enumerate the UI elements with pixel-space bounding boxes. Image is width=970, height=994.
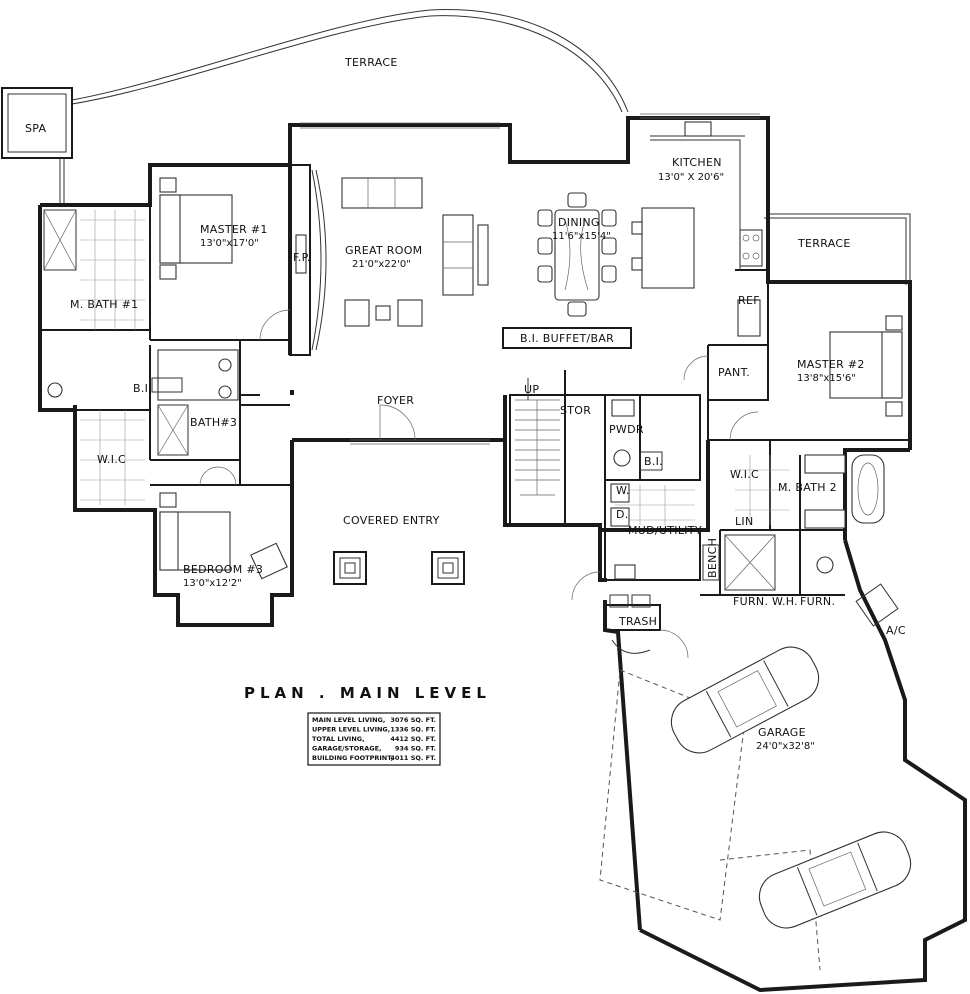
master2-bed <box>829 315 903 417</box>
bedroom3-bed <box>159 492 288 580</box>
stat-label: MAIN LEVEL LIVING, <box>312 716 385 724</box>
plan-title: PLAN . MAIN LEVEL <box>244 684 491 702</box>
spa <box>1 87 73 205</box>
label-kitchen: KITCHEN <box>672 156 722 169</box>
label-terrace-right: TERRACE <box>797 237 851 250</box>
label-bi-left: B.I. <box>133 382 152 395</box>
label-d: D. <box>616 508 629 521</box>
label-dining-dim: 11'6"x15'4" <box>552 231 611 242</box>
label-spa: SPA <box>25 122 47 135</box>
dining-table <box>537 192 617 317</box>
entry-posts <box>333 551 465 585</box>
label-foyer: FOYER <box>377 394 414 407</box>
laundry-fixtures <box>610 483 720 581</box>
label-m-bath1: M. BATH #1 <box>70 298 138 311</box>
label-great-room-dim: 21'0"x22'0" <box>352 259 411 270</box>
master1-bed <box>159 177 233 280</box>
tile-hatch <box>80 210 790 525</box>
stat-value: 4011 SQ. FT. <box>390 754 436 762</box>
stat-label: BUILDING FOOTPRINT, <box>312 754 393 762</box>
fireplace <box>289 164 327 356</box>
label-bi-right: B.I. <box>644 455 663 468</box>
label-bench: BENCH <box>706 538 719 578</box>
label-garage: GARAGE <box>758 726 806 739</box>
stairs <box>515 378 560 496</box>
label-terrace-top: TERRACE <box>344 56 398 69</box>
label-stor: STOR <box>560 404 591 417</box>
label-master2: MASTER #2 <box>797 358 865 371</box>
label-w: W. <box>616 484 630 497</box>
label-wic-right: W.I.C <box>730 468 759 481</box>
label-up: UP <box>524 383 539 396</box>
powder-fixtures <box>611 399 663 471</box>
stat-label: GARAGE/STORAGE, <box>312 745 381 753</box>
label-wic-left: W.I.C <box>97 453 126 466</box>
label-master1-dim: 13'0"x17'0" <box>200 238 259 249</box>
label-bedroom3: BEDROOM #3 <box>183 563 263 576</box>
label-kitchen-dim: 13'0" X 20'6" <box>658 172 724 183</box>
great-room-furniture <box>341 177 489 327</box>
buffet-counter <box>502 327 632 349</box>
label-master2-dim: 13'8"x15'6" <box>797 373 856 384</box>
master-bath2-fixtures <box>724 454 885 591</box>
stat-label: UPPER LEVEL LIVING, <box>312 726 390 734</box>
stat-value: 1336 SQ. FT. <box>390 726 436 734</box>
label-furn: FURN. <box>800 595 835 608</box>
label-great-room: GREAT ROOM <box>345 244 422 257</box>
label-bedroom3-dim: 13'0"x12'2" <box>183 578 242 589</box>
area-stats-table: MAIN LEVEL LIVING, 3076 SQ. FT.UPPER LEVE… <box>307 712 441 766</box>
terrace-outline <box>71 9 911 285</box>
label-covered-entry: COVERED ENTRY <box>343 514 440 527</box>
garage-utility-boxes <box>609 583 899 654</box>
label-garage-dim: 24'0"x32'8" <box>756 741 815 752</box>
windows-top <box>300 113 760 445</box>
room-labels: TERRACE SPA KITCHEN 13'0" X 20'6" TERRAC… <box>25 56 906 752</box>
label-pant: PANT. <box>718 366 750 379</box>
label-buffet: B.I. BUFFET/BAR <box>520 332 614 345</box>
label-furn-wh: FURN. W.H. <box>733 595 798 608</box>
label-bath3: BATH#3 <box>190 416 237 429</box>
garage-cars <box>599 646 912 971</box>
kitchen-fixtures <box>631 121 763 337</box>
label-trash: TRASH <box>618 615 657 628</box>
stat-value: 4412 SQ. FT. <box>390 735 436 743</box>
label-ac: A/C <box>886 624 906 637</box>
label-dining: DINING <box>558 216 600 229</box>
stat-value: 3076 SQ. FT. <box>390 716 436 724</box>
left-bath-fixtures <box>43 209 239 456</box>
label-m-bath2: M. BATH 2 <box>778 481 837 494</box>
door-swings <box>199 309 759 659</box>
stat-value: 934 SQ. FT. <box>395 745 436 753</box>
label-master1: MASTER #1 <box>200 223 268 236</box>
label-mud-utility: MUD/UTILITY <box>628 524 702 537</box>
stat-label: TOTAL LIVING, <box>312 735 365 743</box>
label-ref: REF <box>738 294 760 307</box>
label-pwdr: PWDR <box>609 423 644 436</box>
label-fp: F.P. <box>293 251 311 264</box>
label-lin: LIN <box>735 515 754 528</box>
